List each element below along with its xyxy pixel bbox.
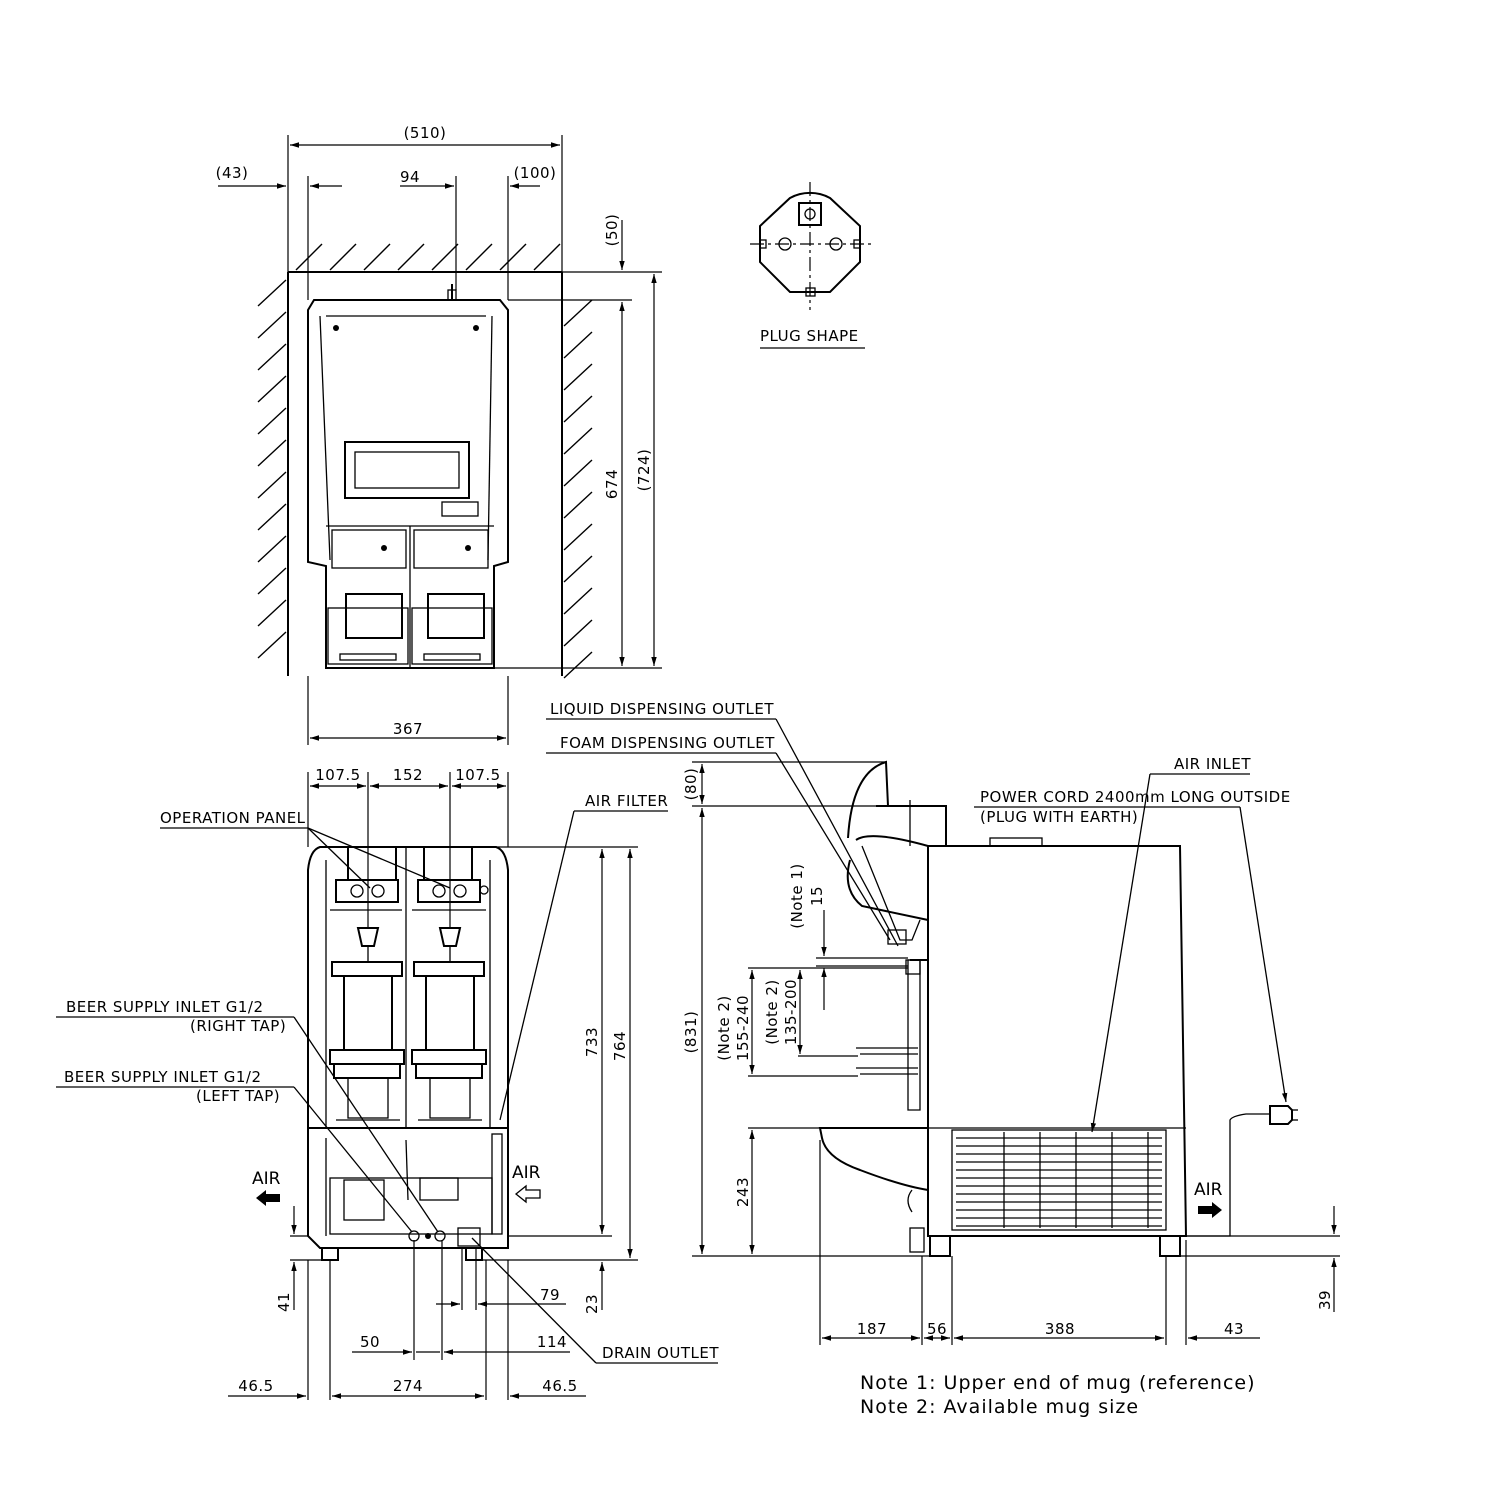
- dim-top-94: 94: [400, 168, 420, 186]
- dim-top-674: 674: [603, 469, 621, 499]
- dim-front-50: 50: [360, 1333, 380, 1351]
- dim-front-114: 114: [537, 1333, 567, 1351]
- dim-top-43: (43): [216, 164, 249, 182]
- front-view: AIR AIR 107.5 152 107.5 733 764 23 41: [56, 766, 719, 1400]
- foam-outlet-label: FOAM DISPENSING OUTLET: [560, 734, 775, 752]
- left-tap-label: (LEFT TAP): [196, 1087, 280, 1105]
- wall-hatch-top: [295, 243, 561, 271]
- note-2: Note 2: Available mug size: [860, 1396, 1139, 1418]
- dim-front-46-5-a: 46.5: [238, 1377, 273, 1395]
- dim-front-107-5-a: 107.5: [315, 766, 360, 784]
- dim-front-46-5-b: 46.5: [542, 1377, 577, 1395]
- note-1: Note 1: Upper end of mug (reference): [860, 1372, 1256, 1394]
- air-inlet-label: AIR INLET: [1174, 755, 1251, 773]
- dim-top-50: (50): [603, 214, 621, 247]
- dim-front-41: 41: [275, 1292, 293, 1312]
- dim-top-100: (100): [514, 164, 557, 182]
- notes: Note 1: Upper end of mug (reference) Not…: [860, 1372, 1256, 1418]
- wall-hatch-left: [257, 279, 287, 659]
- right-tap-label: (RIGHT TAP): [190, 1017, 286, 1035]
- dim-side-155-240: 155-240: [734, 995, 752, 1061]
- dim-side-note2b: (Note 2): [763, 979, 781, 1045]
- dim-top-724: (724): [635, 449, 653, 492]
- operation-panel-label: OPERATION PANEL: [160, 809, 306, 827]
- dim-side-note2a: (Note 2): [715, 995, 733, 1061]
- air-inlet-grille: [956, 1132, 1162, 1228]
- power-cord-label: POWER CORD 2400mm LONG OUTSIDE: [980, 788, 1291, 806]
- air-label-right: AIR: [512, 1163, 541, 1183]
- dim-side-243: 243: [734, 1177, 752, 1207]
- dim-side-388: 388: [1045, 1320, 1075, 1338]
- dim-side-187: 187: [857, 1320, 887, 1338]
- dim-front-152: 152: [393, 766, 423, 784]
- dim-top-367: 367: [393, 720, 423, 738]
- drain-outlet-label: DRAIN OUTLET: [602, 1344, 719, 1362]
- dim-side-note1: (Note 1): [788, 863, 806, 929]
- dim-side-56: 56: [927, 1320, 947, 1338]
- dim-front-274: 274: [393, 1377, 423, 1395]
- dim-side-135-200: 135-200: [782, 979, 800, 1045]
- liquid-outlet-label: LIQUID DISPENSING OUTLET: [550, 700, 774, 718]
- dim-front-107-5-b: 107.5: [455, 766, 500, 784]
- air-in-arrow-icon: [514, 1184, 541, 1204]
- air-label-side: AIR: [1194, 1180, 1223, 1200]
- dim-front-23: 23: [583, 1294, 601, 1314]
- plug-shape-label: PLUG SHAPE: [760, 327, 859, 345]
- dim-front-764: 764: [611, 1031, 629, 1061]
- side-view: AIR (80) (831) (Note 1) 15 (Note 2) 135-…: [546, 700, 1340, 1345]
- top-view: (510) (43) 94 (100) (50) 674 (724) 367: [216, 124, 662, 745]
- dim-side-831: (831): [682, 1011, 700, 1054]
- dim-side-39: 39: [1316, 1290, 1334, 1310]
- wall-hatch-right: [563, 299, 593, 679]
- dim-top-510: (510): [404, 124, 447, 142]
- dim-side-15: 15: [808, 886, 826, 906]
- air-label-left: AIR: [252, 1169, 281, 1189]
- dim-side-43: 43: [1224, 1320, 1244, 1338]
- air-out-arrow-icon: [256, 1190, 280, 1206]
- air-exhaust-arrow-icon: [1198, 1202, 1222, 1218]
- plug-shape: PLUG SHAPE: [750, 182, 872, 349]
- plug-earth-label: (PLUG WITH EARTH): [980, 808, 1138, 826]
- dim-side-80: (80): [682, 768, 700, 801]
- air-filter-label: AIR FILTER: [585, 792, 668, 810]
- dim-front-733: 733: [583, 1027, 601, 1057]
- dim-front-79: 79: [540, 1286, 560, 1304]
- beer-inlet-right-label: BEER SUPPLY INLET G1/2: [66, 998, 264, 1016]
- beer-inlet-left-label: BEER SUPPLY INLET G1/2: [64, 1068, 262, 1086]
